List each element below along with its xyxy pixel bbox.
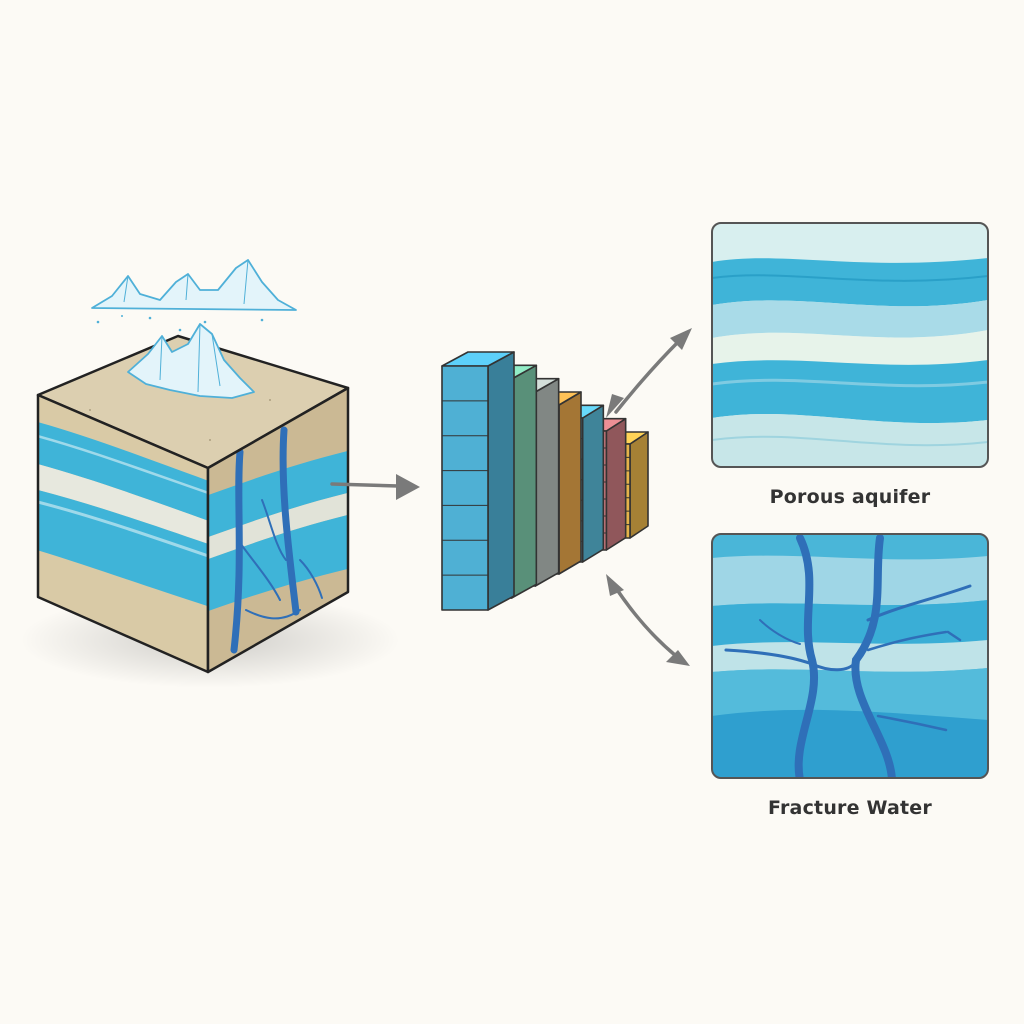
slice-side-3 [534,377,560,587]
slice-front-1 [441,365,489,611]
ice-peaks-icon [127,323,255,399]
slice-side-4 [558,391,582,575]
ice-cloud-icon [91,259,297,332]
arrow-head-fracture-start [606,574,624,596]
porous-aquifer-label: Porous aquifer [769,486,931,508]
arrow-to-porous [614,338,682,414]
arrow-head-fracture-end [666,650,690,666]
block-fractures [230,426,323,654]
arrow-to-fracture [610,580,678,658]
slice-side-5 [581,404,605,563]
fracture-lines [724,534,972,778]
arrow-to-slices [330,474,420,500]
slice-side-6 [605,417,627,551]
slice-side-2 [510,364,538,599]
arrow-head-porous-end [670,328,692,350]
fracture-water-panel [711,533,989,779]
slice-side-1 [487,351,515,611]
slice-side-7 [629,431,649,539]
arrow-head-porous-start [606,394,624,418]
slice-stack [441,351,649,611]
geology-block [20,323,400,688]
porous-aquifer-panel [711,222,989,468]
fracture-water-label: Fracture Water [768,797,932,819]
